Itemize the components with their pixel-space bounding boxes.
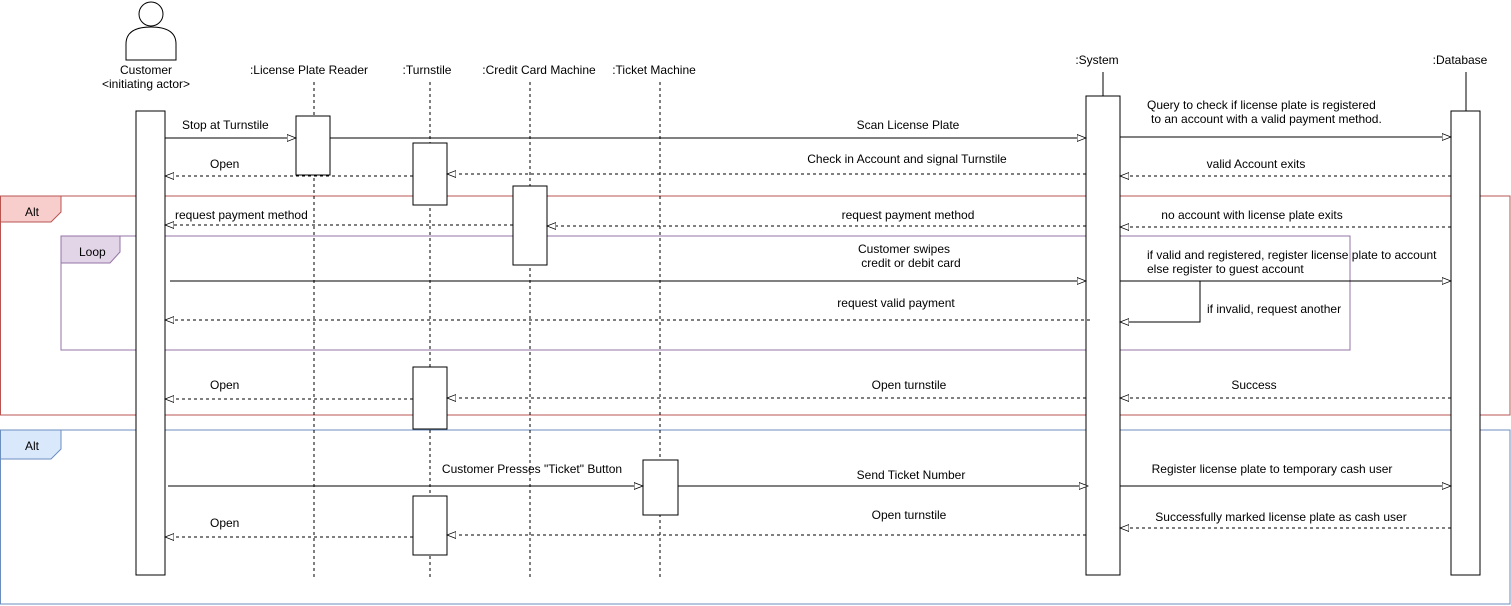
- message-check-in: Check in Account and signal Turnstile: [807, 152, 1007, 166]
- customer-role-label: <initiating actor>: [102, 77, 190, 91]
- message-request-payment-system: request payment method: [842, 208, 975, 222]
- alt-frame-2: Alt: [0, 429, 1511, 605]
- message-success: Success: [1231, 378, 1276, 392]
- message-register-line2: else register to guest account: [1147, 262, 1304, 276]
- customer-activation: [135, 110, 166, 576]
- loop-frame-label: Loop: [79, 245, 106, 259]
- database-label: :Database: [1433, 53, 1488, 67]
- loop-frame: Loop: [60, 235, 1351, 351]
- system-activation: [1085, 95, 1121, 576]
- message-register-line1: if valid and registered, register licens…: [1147, 248, 1437, 262]
- credit-card-machine-label: :Credit Card Machine: [482, 63, 596, 77]
- credit-card-machine-activation: [512, 185, 548, 266]
- alt-frame-2-tab: [0, 429, 62, 460]
- message-if-invalid: if invalid, request another: [1207, 302, 1341, 316]
- turnstile-activation-3: [412, 495, 448, 556]
- system-label: :System: [1075, 53, 1118, 67]
- message-request-payment-customer: request payment method: [175, 208, 308, 222]
- alt-frame-1-label: Alt: [25, 205, 40, 219]
- message-query-line2: to an account with a valid payment metho…: [1151, 112, 1382, 126]
- customer-label: Customer: [120, 63, 172, 77]
- message-swipe-line1: Customer swipes: [858, 242, 950, 256]
- message-open-1: Open: [210, 157, 239, 171]
- database-activation: [1450, 110, 1481, 576]
- alt-frame-1-tab: [0, 195, 62, 223]
- license-plate-reader-label: :License Plate Reader: [250, 63, 368, 77]
- turnstile-activation-1: [412, 142, 448, 206]
- message-if-invalid-arrow: [1120, 281, 1201, 322]
- turnstile-label: :Turnstile: [403, 63, 452, 77]
- message-scan-plate: Scan License Plate: [857, 118, 960, 132]
- message-open-turnstile-2: Open turnstile: [872, 508, 947, 522]
- message-no-account: no account with license plate exits: [1161, 208, 1342, 222]
- license-plate-reader-activation: [295, 115, 331, 176]
- alt-frame-2-label: Alt: [25, 439, 40, 453]
- message-swipe-line2: credit or debit card: [861, 256, 960, 270]
- message-ticket-button: Customer Presses "Ticket" Button: [442, 462, 622, 476]
- message-send-ticket: Send Ticket Number: [857, 468, 966, 482]
- message-register-temp: Register license plate to temporary cash…: [1152, 462, 1393, 476]
- message-open-turnstile-1: Open turnstile: [872, 378, 947, 392]
- ticket-machine-activation: [642, 459, 679, 516]
- message-marked-cash: Successfully marked license plate as cas…: [1155, 510, 1406, 524]
- ticket-machine-label: :Ticket Machine: [612, 63, 696, 77]
- alt-frame-1: Alt: [0, 195, 1511, 416]
- message-valid-account: valid Account exits: [1207, 157, 1306, 171]
- message-open-2: Open: [210, 378, 239, 392]
- turnstile-activation-2: [412, 366, 448, 430]
- message-stop-at-turnstile: Stop at Turnstile: [182, 118, 269, 132]
- message-query-line1: Query to check if license plate is regis…: [1147, 98, 1376, 112]
- customer-actor-icon: [125, 1, 177, 61]
- loop-frame-tab: [60, 235, 121, 264]
- message-request-valid: request valid payment: [837, 296, 955, 310]
- message-open-3: Open: [210, 516, 239, 530]
